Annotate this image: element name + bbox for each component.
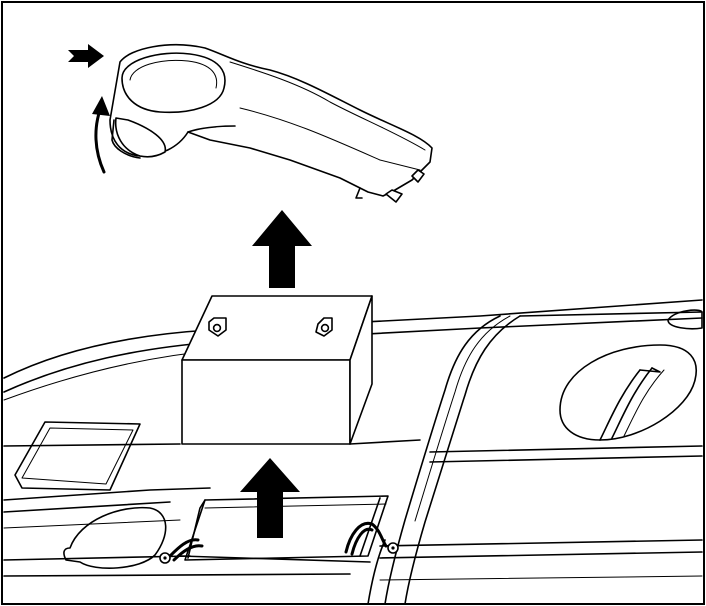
curved-arrow-icon (92, 96, 110, 174)
handle-cover (109, 44, 433, 203)
arrow-up-icon-upper (252, 210, 312, 288)
mounting-tab-right (315, 317, 333, 337)
compartment-opening (179, 495, 389, 563)
mounting-tab-left (208, 317, 227, 337)
snap-tab-2 (385, 189, 403, 203)
arrow-right-icon (68, 44, 104, 68)
round-cover (63, 506, 167, 569)
left-hatch (14, 421, 141, 491)
module-box (181, 295, 373, 445)
console-seam (367, 315, 521, 605)
cable-left (159, 538, 204, 564)
arrow-up-icon-lower (240, 458, 300, 538)
handle-recess (559, 344, 697, 441)
snap-tab-1 (411, 169, 425, 183)
cable-right (344, 521, 399, 556)
top-oval (667, 309, 703, 330)
